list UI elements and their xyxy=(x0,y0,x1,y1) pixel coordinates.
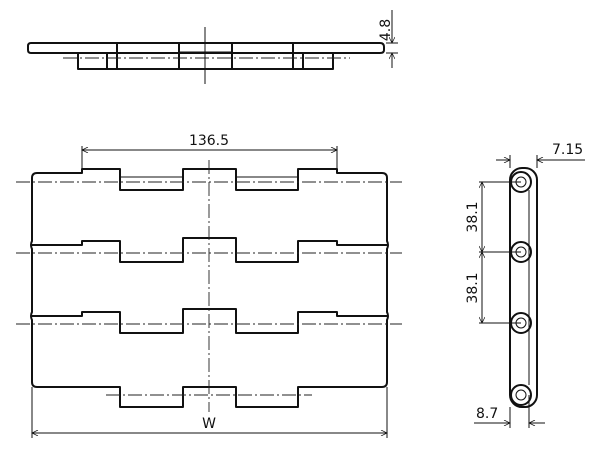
pitch-dimension-2: 38.1 xyxy=(465,272,481,303)
link-body xyxy=(509,167,538,408)
plate-left-edge xyxy=(30,178,33,382)
plate-bottom-edge xyxy=(31,381,388,408)
pin-offset-dimension: 8.7 xyxy=(476,406,498,422)
height-dimension: 7.15 xyxy=(552,142,583,158)
pitch-width-dimension: 136.5 xyxy=(189,133,229,149)
plate-joint-2 xyxy=(32,308,387,334)
plate-right-edge xyxy=(386,178,389,382)
plate-outline xyxy=(27,42,385,54)
side-view: 7.15 38.1 38.1 8.7 xyxy=(465,142,585,428)
top-view: 4.8 xyxy=(27,10,398,84)
plate-top-edge xyxy=(31,168,388,191)
plate-joint-1 xyxy=(32,237,387,263)
pitch-dimension-1: 38.1 xyxy=(465,201,481,232)
width-dimension: W xyxy=(202,416,216,432)
thickness-dimension: 4.8 xyxy=(378,19,394,41)
plan-view: 136.5 W xyxy=(16,133,402,438)
pin-holes xyxy=(510,171,532,406)
